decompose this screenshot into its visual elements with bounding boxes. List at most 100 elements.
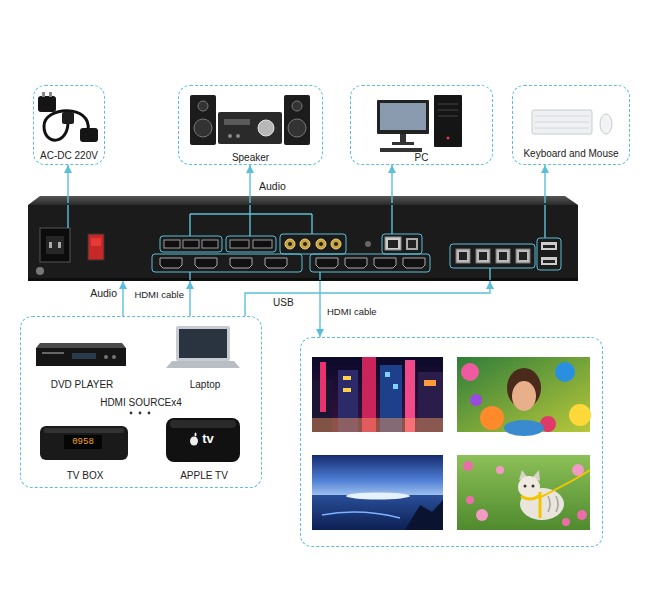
wire-stub	[67, 205, 68, 228]
edge-label-holder: USB	[272, 297, 295, 309]
hdmi-in-outline	[152, 254, 302, 272]
cat-leash	[539, 470, 590, 498]
speaker-box: Speaker	[178, 85, 323, 165]
hdmi-out-outline	[310, 254, 430, 272]
pc-keyboard	[380, 148, 422, 152]
laptop-lid	[176, 326, 230, 361]
dot	[139, 412, 142, 415]
wire-stub	[544, 205, 545, 238]
laptop-screen	[179, 329, 227, 358]
hdmi-port	[160, 258, 182, 268]
connector	[80, 128, 98, 142]
audio-port	[253, 240, 272, 248]
screen-crowd	[457, 357, 591, 436]
usb-b-port	[516, 249, 530, 263]
node-label: Keyboard and Mouse	[523, 148, 618, 160]
connector-line	[391, 165, 392, 203]
power-switch	[88, 234, 104, 260]
vent-line	[438, 104, 458, 105]
socket-pin	[49, 242, 52, 248]
sea	[312, 495, 443, 530]
audio-port	[202, 240, 218, 248]
apple-tv-top	[170, 420, 236, 428]
node-label: TV BOX	[67, 470, 104, 482]
socket-inner	[46, 236, 64, 254]
woofer	[288, 119, 306, 137]
usb-b-inner	[408, 240, 416, 248]
node-label: DVD PLAYER	[51, 379, 114, 391]
rca-core	[319, 242, 323, 246]
keyboard-mouse	[532, 110, 612, 134]
wire-stub	[189, 272, 190, 280]
color-splash	[461, 363, 479, 381]
usb-a-outline	[537, 238, 561, 270]
connector-line	[122, 281, 123, 316]
picture	[312, 357, 443, 432]
speaker-cabinet	[284, 95, 310, 145]
rocks	[405, 500, 443, 530]
rj45-port	[385, 237, 401, 250]
chassis-top	[28, 196, 578, 205]
cat-head	[518, 476, 540, 498]
audio-split-wire	[190, 205, 312, 236]
laptop-base	[166, 361, 240, 368]
usb-b-port	[496, 249, 510, 263]
switch-rocker	[91, 238, 101, 246]
brand-mark: tv	[199, 431, 217, 447]
amp-display	[224, 119, 250, 125]
dvd-display	[72, 353, 96, 359]
power-cord	[38, 92, 98, 142]
usb-a-port	[541, 257, 557, 265]
flower	[466, 496, 474, 504]
edge-label-holder: Audio	[89, 287, 118, 299]
wire-stub	[319, 272, 320, 280]
audio-port	[230, 240, 249, 248]
pc-box: PC	[350, 85, 493, 165]
connector-line	[249, 165, 250, 203]
usb-group-outline	[450, 244, 535, 268]
cat-stripes	[548, 496, 558, 512]
tv-box-top	[44, 428, 124, 433]
screw	[36, 267, 44, 275]
plug-pin	[42, 92, 45, 97]
connector-label: Audio	[89, 287, 118, 299]
usb-a-port	[541, 242, 557, 250]
edge-label-holder: HDMI cable	[326, 306, 378, 318]
wave	[322, 512, 400, 518]
mouse	[600, 114, 612, 134]
connector-label: USB	[272, 297, 295, 309]
edge-label-holder: Audio	[258, 180, 287, 192]
processor-chassis	[28, 196, 578, 281]
flower	[562, 518, 570, 526]
processor-unit	[28, 203, 578, 281]
rca-core	[334, 242, 338, 246]
audio-port	[183, 240, 199, 248]
flower	[496, 466, 504, 474]
rca-jack	[316, 239, 326, 249]
chassis-edge	[28, 278, 578, 281]
connector-label: Audio	[258, 180, 287, 192]
cat-eye	[524, 485, 527, 488]
flower	[577, 510, 587, 520]
chassis-front	[28, 205, 578, 280]
plug	[38, 96, 56, 112]
dvd-player	[36, 343, 126, 366]
source-device: APPLE TV	[161, 415, 247, 483]
color-splash	[569, 404, 591, 426]
cat-harness	[521, 492, 540, 518]
rca-core	[288, 242, 292, 246]
flower	[476, 509, 488, 521]
picture	[457, 455, 590, 530]
peripheral-box: Keyboard and Mouse	[512, 85, 630, 165]
node-label: Speaker	[232, 152, 269, 164]
speaker-set	[190, 95, 310, 145]
amp-button	[228, 134, 232, 138]
port-group-outline	[280, 234, 346, 254]
monitor-base	[392, 142, 414, 145]
usb-b-inner	[499, 252, 507, 260]
mini-jack	[365, 241, 371, 247]
screen-cat	[457, 455, 590, 530]
tv-box	[40, 426, 128, 460]
